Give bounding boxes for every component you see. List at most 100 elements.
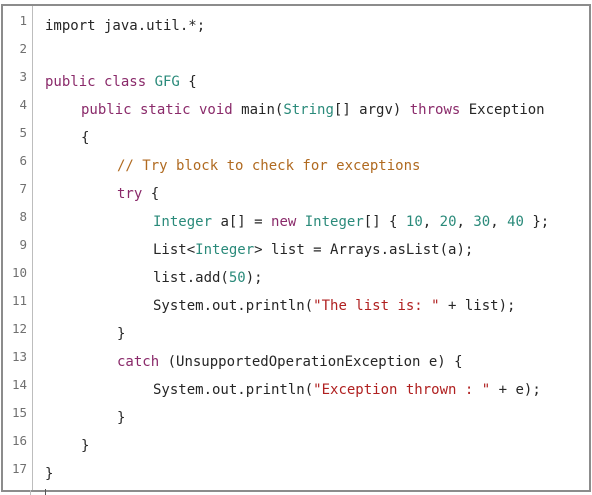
code-token: list.add( [153, 270, 229, 286]
code-token: 40 [507, 214, 524, 230]
text-caret [45, 489, 46, 495]
code-text: } [45, 460, 53, 488]
code-line[interactable]: 6 // Try block to check for exceptions [3, 152, 589, 180]
code-text: } [81, 432, 89, 460]
code-token: Integer [304, 214, 364, 230]
code-token: System.out.println( [153, 298, 314, 314]
code-token: throws [409, 102, 461, 118]
line-number: 10 [11, 265, 27, 280]
code-line[interactable]: 17} [3, 460, 589, 488]
code-token: 10 [405, 214, 423, 230]
code-text: public class GFG { [45, 68, 197, 96]
code-token: main( [241, 102, 284, 118]
code-token: { [81, 130, 90, 146]
code-token: Integer [195, 242, 255, 258]
code-token: [] { [363, 214, 406, 230]
line-number: 11 [11, 293, 27, 308]
code-token: "Exception thrown : " [313, 382, 491, 398]
code-token: { [179, 74, 197, 90]
code-line[interactable]: 12} [3, 320, 589, 348]
code-token: new [271, 214, 305, 230]
line-number-gutter [3, 6, 33, 490]
code-token: Integer [153, 214, 213, 230]
code-token: catch [117, 354, 160, 370]
code-token: 50 [228, 270, 246, 286]
code-token: }; [523, 214, 550, 230]
line-number: 4 [19, 97, 27, 112]
code-line[interactable]: 16} [3, 432, 589, 460]
code-text: import java.util.*; [45, 12, 205, 40]
code-text: catch (UnsupportedOperationException e) … [117, 348, 463, 376]
code-text: // Try block to check for exceptions [117, 152, 420, 180]
code-token: try [117, 186, 143, 202]
code-text: Integer a[] = new Integer[] { 10, 20, 30… [153, 208, 549, 236]
code-token: 30 [473, 214, 491, 230]
code-line[interactable]: 5{ [3, 124, 589, 152]
code-token: } [117, 326, 126, 342]
code-token: "The list is: " [313, 298, 440, 314]
line-number: 6 [19, 153, 27, 168]
code-line[interactable]: 10 list.add(50); [3, 264, 589, 292]
code-text: list.add(50); [153, 264, 263, 292]
code-token: , [422, 214, 440, 230]
line-number: 7 [19, 181, 27, 196]
line-number: 2 [19, 41, 27, 56]
code-token: (UnsupportedOperationException e) { [159, 354, 463, 370]
line-number: 17 [11, 461, 27, 476]
code-editor[interactable]: 1 import java.util.*; 2 3 public class GFG {… [1, 4, 591, 492]
line-number: 15 [11, 405, 27, 420]
code-line[interactable]: 9 List<Integer> list = Arrays.asList(a); [3, 236, 589, 264]
code-line[interactable]: 1 import java.util.*; [3, 12, 589, 40]
line-number: 1 [19, 13, 27, 28]
code-token: String [283, 102, 334, 118]
code-text: System.out.println("The list is: " + lis… [153, 292, 515, 320]
code-token: , [490, 214, 508, 230]
code-text: { [81, 124, 89, 152]
code-line[interactable]: 11 System.out.println("The list is: " + l… [3, 292, 589, 320]
code-token: { [142, 186, 160, 202]
code-line[interactable]: 3 public class GFG { [3, 68, 589, 96]
code-text: } [117, 320, 125, 348]
code-line[interactable]: 4 public static void main(String[] argv) … [3, 96, 589, 124]
code-token: import java.util.*; [45, 18, 206, 34]
code-line[interactable]: 2 [3, 40, 589, 68]
code-token: } [45, 466, 54, 482]
code-token: List< [153, 242, 196, 258]
code-token: > list = Arrays.asList(a); [254, 242, 474, 258]
code-token: 20 [439, 214, 457, 230]
next-gutter-stub [1, 490, 31, 495]
line-number: 16 [11, 433, 27, 448]
code-lines[interactable]: 1 import java.util.*; 2 3 public class GFG {… [3, 12, 589, 488]
code-line[interactable]: 13 catch (UnsupportedOperationException e… [3, 348, 589, 376]
code-token: ); [245, 270, 263, 286]
line-number: 13 [11, 349, 27, 364]
code-token: System.out.println( [153, 382, 314, 398]
code-token: } [81, 438, 90, 454]
code-text: public static void main(String[] argv) t… [81, 96, 545, 124]
code-token: Exception [460, 102, 545, 118]
code-token: public static void [81, 102, 242, 118]
code-line[interactable]: 7 try { [3, 180, 589, 208]
code-text: } [117, 404, 125, 432]
line-number: 8 [19, 209, 27, 224]
code-token: public class [45, 74, 155, 90]
code-text: try { [117, 180, 159, 208]
code-token: } [117, 410, 126, 426]
line-number: 5 [19, 125, 27, 140]
code-line[interactable]: 14 System.out.println("Exception thrown :… [3, 376, 589, 404]
code-token: a[] = [212, 214, 272, 230]
code-line[interactable]: 15} [3, 404, 589, 432]
code-token: [] argv) [333, 102, 410, 118]
line-number: 14 [11, 377, 27, 392]
line-number: 12 [11, 321, 27, 336]
code-token: + list); [439, 298, 516, 314]
code-token: GFG [154, 74, 180, 90]
code-text: List<Integer> list = Arrays.asList(a); [153, 236, 473, 264]
code-token: + e); [490, 382, 541, 398]
line-number: 3 [19, 69, 27, 84]
line-number: 9 [19, 237, 27, 252]
code-text: System.out.println("Exception thrown : "… [153, 376, 541, 404]
code-token: , [456, 214, 474, 230]
code-token: // Try block to check for exceptions [117, 158, 421, 174]
